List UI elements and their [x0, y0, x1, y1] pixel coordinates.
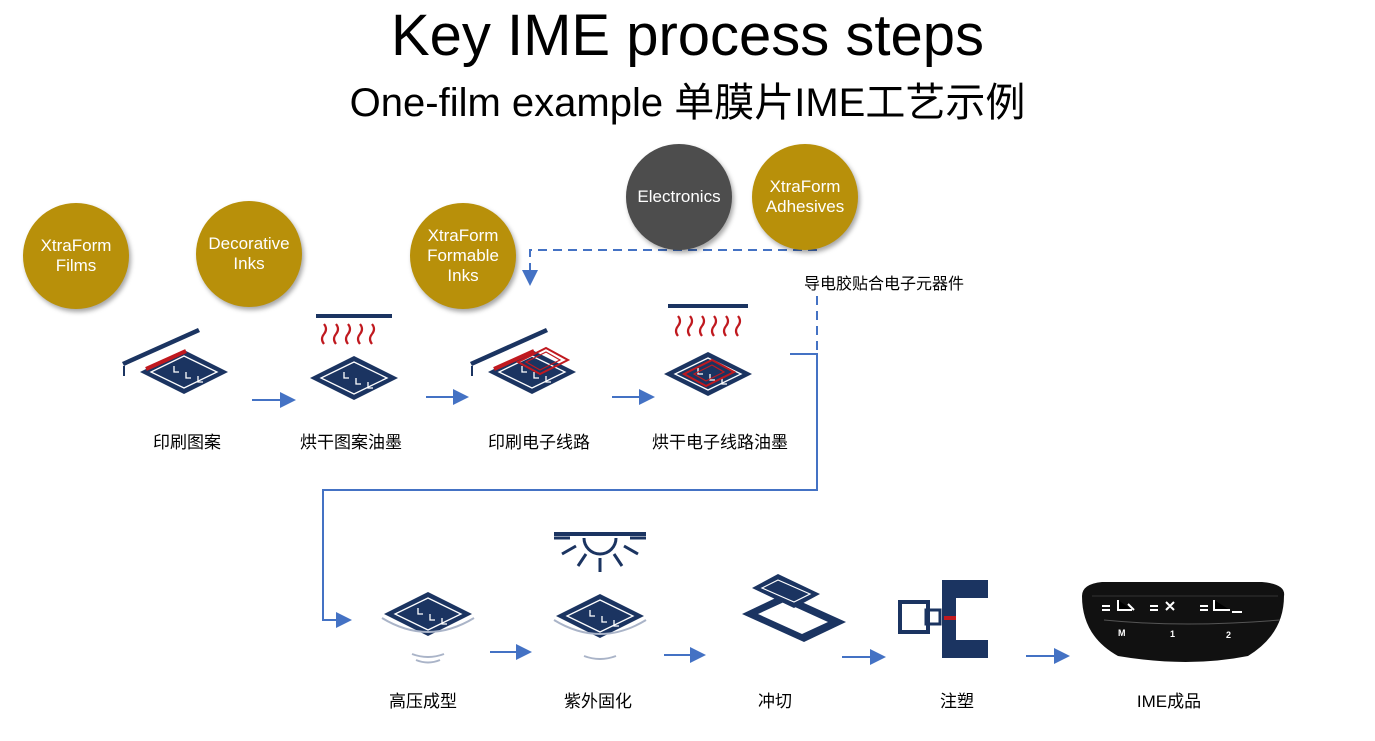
- decorative-inks-circle: Decorative Inks: [196, 201, 302, 307]
- step-label-die-cut: 冲切: [758, 692, 792, 711]
- formable-inks-circle: XtraForm Formable Inks: [410, 203, 516, 309]
- adhesives-label: XtraForm Adhesives: [765, 177, 845, 216]
- row-connector: [322, 353, 818, 628]
- step-label-print-pattern: 印刷图案: [153, 433, 221, 452]
- print-pattern-icon: [122, 328, 229, 395]
- step-label-injection: 注塑: [940, 692, 974, 711]
- adhesive-note: 导电胶贴合电子元器件: [804, 276, 965, 293]
- adhesives-circle: XtraForm Adhesives: [752, 144, 858, 250]
- step-label-print-circuit: 印刷电子线路: [488, 433, 590, 452]
- print-circuit-icon: [470, 328, 577, 395]
- decorative-inks-label: Decorative Inks: [208, 234, 290, 273]
- step-label-dry-circuit: 烘干电子线路油墨: [652, 433, 788, 452]
- electronics-label: Electronics: [637, 187, 721, 206]
- product-label-1: 1: [1170, 629, 1175, 639]
- electronics-circle: Electronics: [626, 144, 732, 250]
- dry-pattern-icon: [309, 314, 399, 401]
- product-label-2: 2: [1226, 630, 1231, 640]
- step-label-forming: 高压成型: [389, 692, 457, 711]
- dry-circuit-icon: [663, 304, 753, 397]
- page-subtitle: One-film example 单膜片IME工艺示例: [349, 81, 1026, 125]
- injection-icon: [898, 580, 988, 658]
- xtraform-films-label: XtraForm Films: [40, 236, 112, 275]
- forming-icon: [381, 591, 475, 664]
- uv-cure-icon: [553, 532, 647, 660]
- product-label-m: M: [1118, 628, 1126, 638]
- step-label-ime-product: IME成品: [1136, 692, 1202, 711]
- xtraform-films-circle: XtraForm Films: [23, 203, 129, 309]
- step-label-uv-cure: 紫外固化: [564, 692, 632, 711]
- formable-inks-label: XtraForm Formable Inks: [427, 226, 499, 285]
- page-title: Key IME process steps: [390, 3, 985, 68]
- die-cut-icon: [742, 574, 846, 642]
- electronics-dashed-path: [522, 249, 817, 286]
- step-label-dry-pattern: 烘干图案油墨: [300, 433, 402, 452]
- ime-product-image: [1082, 582, 1285, 662]
